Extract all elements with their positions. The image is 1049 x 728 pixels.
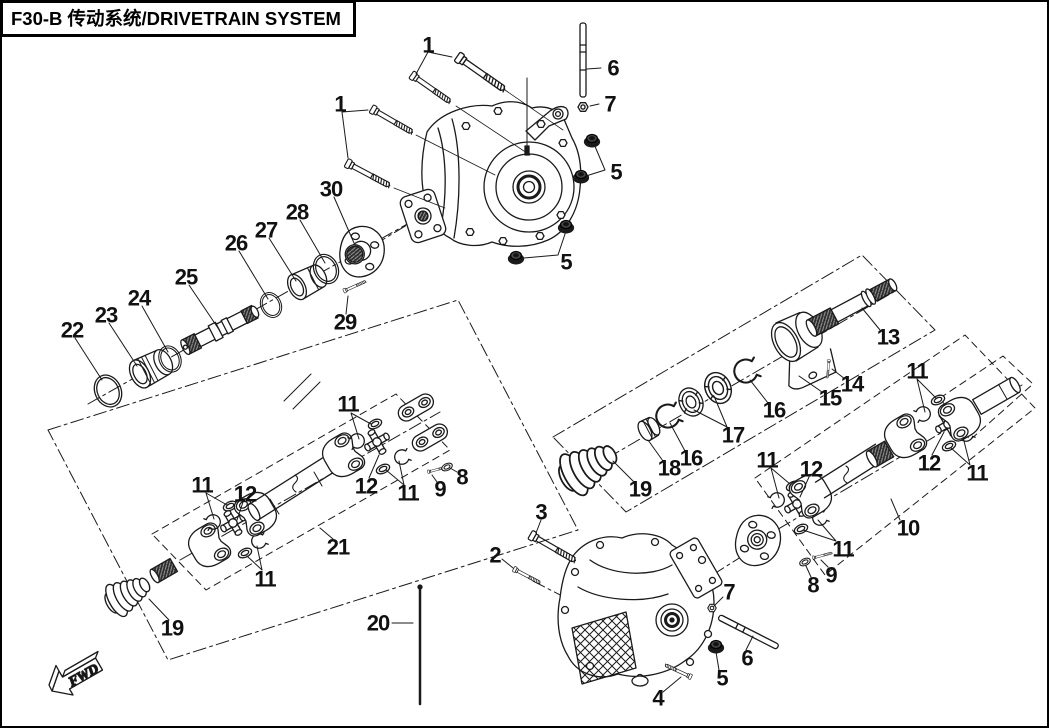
coupler-23: [125, 345, 177, 391]
callout-10-29: 10: [897, 516, 920, 541]
pinion-shaft-parts: [88, 223, 387, 413]
callout-16-18: 16: [763, 398, 786, 423]
drive-shaft-21: [98, 391, 455, 622]
bolts-1: [343, 51, 563, 208]
gear-lever-rod-20: [418, 585, 422, 704]
callout-7-3: 7: [604, 92, 616, 117]
shaft-stub: [973, 376, 1023, 414]
callout-5-5: 5: [560, 250, 572, 275]
stud-position-mark: [525, 146, 529, 155]
callout-2-36: 2: [489, 543, 501, 568]
callout-14-16: 14: [841, 372, 865, 397]
break-mark: [284, 374, 320, 409]
callout-26-9: 26: [225, 231, 248, 256]
callout-28-7: 28: [286, 200, 309, 225]
front-gearbox: [398, 78, 580, 246]
callout-12-45: 12: [234, 482, 257, 507]
callout-11-25: 11: [966, 461, 988, 486]
yoke-bracket: [395, 391, 450, 454]
callout-3-37: 3: [535, 500, 547, 525]
callout-12-24: 12: [918, 451, 941, 476]
bolt-9: [811, 550, 833, 561]
callout-11-28: 11: [832, 537, 854, 562]
boot-19-right: [550, 431, 627, 503]
bushing-18: [635, 415, 663, 443]
stud-6-top: [577, 23, 589, 112]
callout-12-27: 12: [800, 457, 823, 482]
carrier-15: [760, 311, 842, 395]
callout-5-4: 5: [610, 160, 622, 185]
callout-24-11: 24: [128, 286, 152, 311]
bearing-carrier-parts: [550, 275, 900, 503]
callout-9-31: 9: [825, 563, 837, 588]
stud-6-bottom: [718, 615, 779, 650]
nut-5: [707, 639, 725, 654]
diagram-title-box: F30-B 传动系统/DRIVETRAIN SYSTEM: [0, 0, 356, 37]
companion-flange: [731, 511, 785, 571]
callout-20-38: 20: [367, 611, 390, 636]
callout-30-6: 30: [320, 177, 343, 202]
callout-19-22: 19: [629, 477, 652, 502]
callout-11-44: 11: [191, 473, 213, 498]
callout-8-30: 8: [807, 573, 819, 598]
leader-lines: [75, 52, 970, 692]
callout-6-2: 6: [607, 56, 619, 81]
drain-boss: [632, 676, 648, 686]
coupler-27: [284, 261, 331, 303]
fwd-arrow: FWD: [49, 652, 103, 696]
callout-21-40: 21: [327, 535, 350, 560]
callout-11-26: 11: [756, 448, 778, 473]
callout-13-15: 13: [877, 325, 900, 350]
callout-7-32: 7: [723, 580, 735, 605]
callout-9-48: 9: [434, 477, 446, 502]
callout-19-39: 19: [161, 616, 184, 641]
callout-8-47: 8: [456, 465, 468, 490]
bolt-3: [527, 529, 579, 566]
shaft-13: [804, 275, 899, 337]
nut-7-top: [577, 102, 589, 112]
washer-8: [797, 556, 813, 568]
flange-30: [337, 223, 387, 280]
shaft-25: [179, 303, 262, 356]
bolt-2: [511, 565, 542, 586]
callout-18-21: 18: [658, 456, 681, 481]
washer-8: [439, 461, 455, 473]
diagram-title: F30-B 传动系统/DRIVETRAIN SYSTEM: [11, 8, 341, 29]
callout-11-43: 11: [397, 481, 419, 506]
spline-stub: [148, 559, 177, 584]
callout-25-10: 25: [175, 265, 198, 290]
output-flange: [398, 188, 447, 245]
callout-17-19: 17: [722, 423, 745, 448]
callout-1-1: 1: [334, 92, 346, 117]
callout-27-8: 27: [255, 218, 278, 243]
ring-26: [255, 288, 287, 322]
bolt-29: [342, 278, 368, 294]
callout-15-17: 15: [819, 386, 842, 411]
o-ring-22: [88, 369, 128, 413]
drive-shaft-10: [731, 376, 1023, 571]
slip-spline: [864, 441, 893, 468]
callout-29-14: 29: [334, 310, 357, 335]
callout-23-12: 23: [95, 303, 118, 328]
callout-22-13: 22: [61, 318, 84, 343]
callout-6-33: 6: [741, 646, 753, 671]
bearing-17: [699, 367, 737, 409]
callout-1-0: 1: [422, 33, 434, 58]
mount-plate: [669, 537, 724, 600]
rear-gearbox: [511, 529, 779, 686]
callout-11-46: 11: [254, 567, 276, 592]
callout-5-34: 5: [716, 666, 728, 691]
callout-11-23: 11: [906, 359, 928, 384]
callout-12-42: 12: [355, 474, 378, 499]
boot-19-left: [98, 566, 158, 622]
callout-11-41: 11: [337, 392, 359, 417]
callout-4-35: 4: [652, 686, 665, 711]
callout-16-20: 16: [680, 446, 703, 471]
